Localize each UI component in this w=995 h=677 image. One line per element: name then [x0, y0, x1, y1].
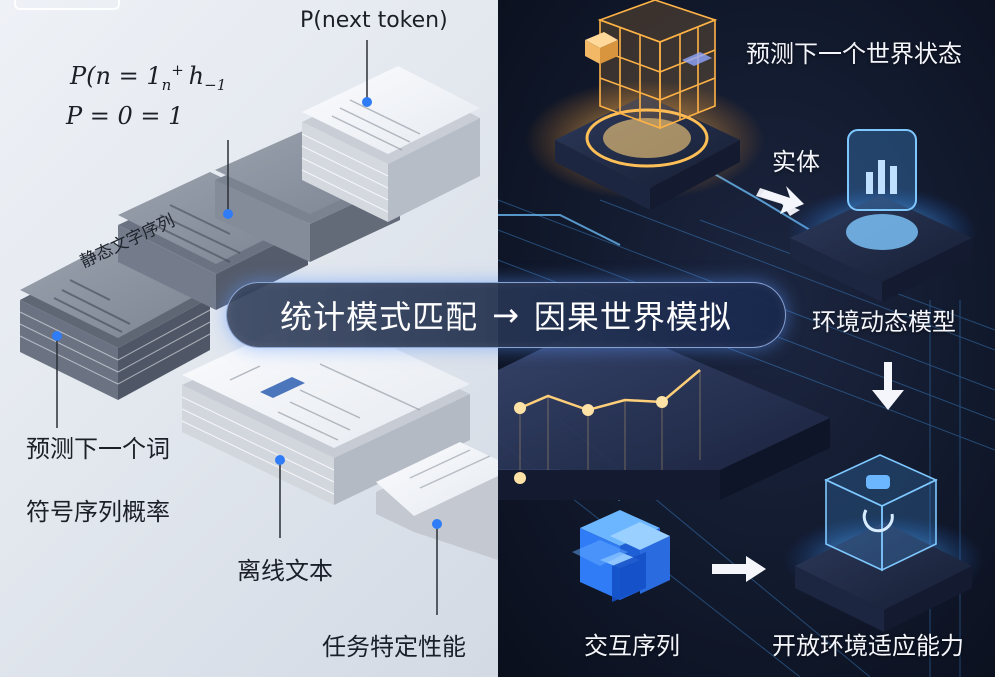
banner-left-text: 统计模式匹配: [280, 298, 479, 336]
paper-stack-next-token: [301, 66, 480, 222]
world-state-platform: [525, 0, 765, 210]
label-predict-next-world-state: 预测下一个世界状态: [746, 40, 962, 68]
interaction-cubes: [572, 510, 670, 602]
flow-arrows: [712, 186, 904, 582]
label-symbol-sequence-probability: 符号序列概率: [26, 498, 170, 526]
corner-tab-outline: [14, 0, 120, 10]
label-task-specific-performance: 任务特定性能: [322, 633, 466, 661]
formula-line-1: P(n = 1n+ h−1: [70, 61, 227, 94]
central-banner: 统计模式匹配 → 因果世界模拟: [226, 282, 786, 348]
banner-right-text: 因果世界模拟: [533, 298, 732, 336]
adaptability-platform: [784, 454, 984, 632]
leader-lines-left: [52, 40, 442, 615]
environment-model-platform: [787, 129, 977, 302]
banner-arrow: →: [492, 296, 520, 334]
label-environment-dynamics-model: 环境动态模型: [812, 308, 956, 336]
formula-line-2: P = 0 = 1: [66, 102, 184, 130]
label-offline-text: 离线文本: [237, 557, 333, 585]
chart-board: [498, 320, 830, 500]
label-predict-next-word: 预测下一个词: [26, 435, 170, 463]
label-interaction-sequence: 交互序列: [584, 632, 680, 660]
label-next-token: P(next token): [300, 8, 448, 33]
label-open-environment-adaptability: 开放环境适应能力: [772, 632, 964, 660]
paper-stack-task-performance: [376, 442, 498, 560]
label-entity: 实体: [772, 148, 820, 176]
